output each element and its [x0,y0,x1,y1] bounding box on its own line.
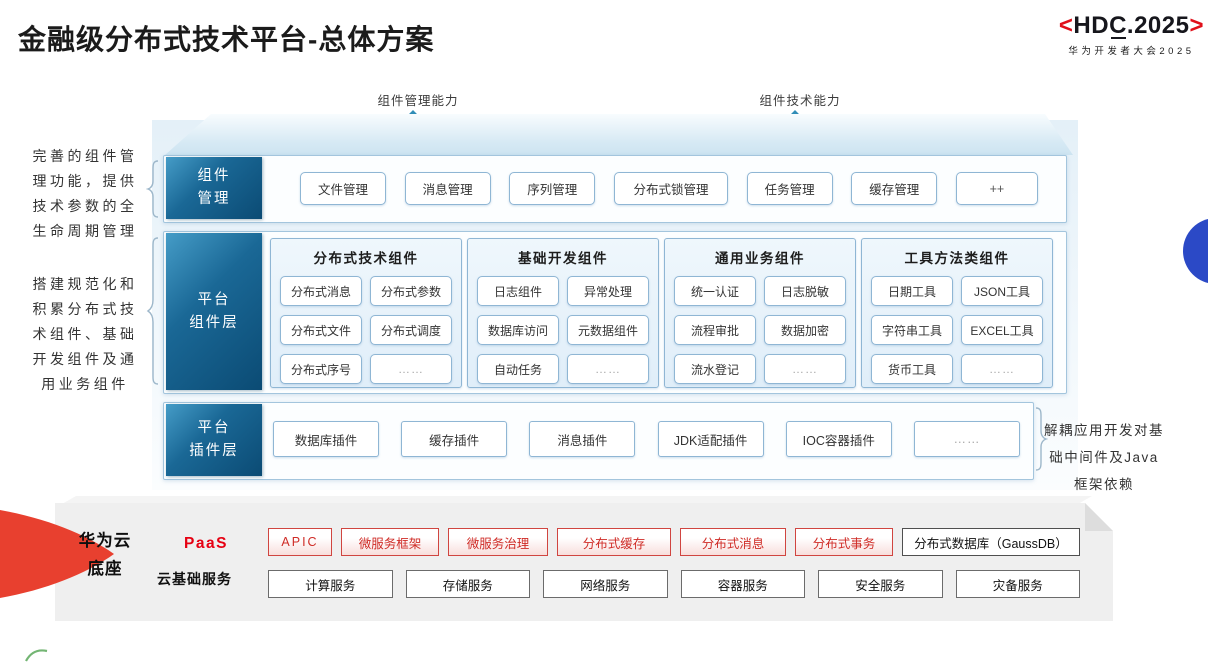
green-leaf-decoration [25,649,48,662]
component-item: EXCEL工具 [961,315,1043,345]
management-item: 文件管理 [300,172,386,205]
component-item: 日志组件 [477,276,559,306]
cloud-services-label: 云基础服务 [157,571,232,587]
management-item: 消息管理 [404,172,491,205]
component-item: 分布式文件 [280,315,362,345]
paas-item: 微服务治理 [448,528,548,556]
capability-label-management: 组件管理能力 [377,94,459,108]
logo-right-bracket: > [1189,12,1204,39]
component-item: 字符串工具 [871,315,953,345]
component-item: 数据库访问 [477,315,559,345]
left-brace-icon [146,160,159,218]
management-item: ++ [955,172,1038,205]
note-component-accumulation: 搭建规范化和积累分布式技术组件、基础开发组件及通用业务组件 [32,276,138,392]
group-common-business: 通用业务组件 统一认证 日志脱敏 流程审批 数据加密 流水登记 …… [664,238,856,388]
component-item: …… [567,354,649,384]
group-title: 分布式技术组件 [313,251,419,266]
hdc-logo-subtitle: 华为开发者大会2025 [1068,46,1195,57]
paas-item: 分布式事务 [795,528,893,556]
group-title: 通用业务组件 [715,251,805,266]
left-brace-icon [146,237,159,385]
capability-label-technology: 组件技术能力 [759,94,841,108]
hdc-logo-wordmark: <HDC.2025> [1059,12,1204,40]
component-item: 流程审批 [674,315,756,345]
component-item: 日志脱敏 [764,276,846,306]
paas-item: 分布式缓存 [557,528,671,556]
paas-label: PaaS [184,535,228,552]
plugin-item: …… [913,421,1020,457]
plugin-item: JDK适配插件 [657,421,764,457]
component-item: 货币工具 [871,354,953,384]
component-item: 统一认证 [674,276,756,306]
paas-item-gaussdb: 分布式数据库（GaussDB） [902,528,1080,556]
cloud-services: 计算服务 存储服务 网络服务 容器服务 安全服务 灾备服务 [268,570,1080,598]
group-title: 工具方法类组件 [904,251,1010,266]
component-item: 分布式参数 [370,276,452,306]
cloud-service-item: 容器服务 [680,570,805,598]
plugin-items: 数据库插件 缓存插件 消息插件 JDK适配插件 IOC容器插件 …… [273,421,1020,457]
component-item: 分布式序号 [280,354,362,384]
right-brace-icon [1035,407,1048,471]
paas-item: 分布式消息 [680,528,786,556]
red-wedge-icon [0,510,114,598]
component-item: …… [961,354,1043,384]
component-item: JSON工具 [961,276,1043,306]
management-item: 分布式锁管理 [613,172,728,205]
component-item: 数据加密 [764,315,846,345]
plugin-item: IOC容器插件 [785,421,892,457]
paas-services: APIC 微服务框架 微服务治理 分布式缓存 分布式消息 分布式事务 分布式数据… [268,528,1080,556]
component-item: 日期工具 [871,276,953,306]
logo-c-underline [1110,37,1126,39]
logo-left-bracket: < [1058,12,1074,39]
platform-top-face [165,114,1073,155]
plugin-item: 数据库插件 [273,421,379,457]
group-base-dev: 基础开发组件 日志组件 异常处理 数据库访问 元数据组件 自动任务 …… [467,238,659,388]
plugin-item: 缓存插件 [401,421,508,457]
cloud-service-item: 安全服务 [818,570,943,598]
group-distributed-tech: 分布式技术组件 分布式消息 分布式参数 分布式文件 分布式调度 分布式序号 …… [270,238,462,388]
layer-label-component-management: 组件 管理 [166,157,262,219]
layer-label-platform-plugins: 平台 插件层 [166,404,262,476]
component-item: …… [764,354,846,384]
blue-circle-decoration [1183,218,1208,284]
paas-item: 微服务框架 [341,528,439,556]
component-item: 异常处理 [567,276,649,306]
foundation-label: 华为云 底座 [78,532,132,578]
cloud-service-item: 灾备服务 [955,570,1080,598]
component-item: 流水登记 [674,354,756,384]
foundation-corner-fold [1085,503,1113,531]
note-component-management: 完善的组件管理功能，提供技术参数的全生命周期管理 [32,148,138,239]
layer-label-platform-components: 平台 组件层 [166,233,262,390]
management-item: 任务管理 [746,172,833,205]
foundation-top-face [62,496,1092,504]
component-item: …… [370,354,452,384]
cloud-service-item: 网络服务 [543,570,668,598]
hdc-logo: <HDC.2025> 华为开发者大会2025 [1059,12,1204,57]
cloud-service-item: 存储服务 [405,570,530,598]
component-item: 分布式调度 [370,315,452,345]
management-item: 序列管理 [509,172,596,205]
management-item: 缓存管理 [851,172,938,205]
plugin-item: 消息插件 [529,421,636,457]
logo-name: HDC.2025 [1073,12,1190,39]
paas-item: APIC [268,528,332,556]
component-item: 自动任务 [477,354,559,384]
management-items: 文件管理 消息管理 序列管理 分布式锁管理 任务管理 缓存管理 ++ [300,172,1038,205]
component-item: 元数据组件 [567,315,649,345]
note-decoupling: 解耦应用开发对基础中间件及Java框架依赖 [1044,423,1164,492]
page-title: 金融级分布式技术平台-总体方案 [18,24,435,55]
component-item: 分布式消息 [280,276,362,306]
huawei-cloud-foundation-panel [55,503,1113,621]
group-utility-tools: 工具方法类组件 日期工具 JSON工具 字符串工具 EXCEL工具 货币工具 …… [861,238,1053,388]
cloud-service-item: 计算服务 [268,570,393,598]
group-title: 基础开发组件 [518,251,608,266]
